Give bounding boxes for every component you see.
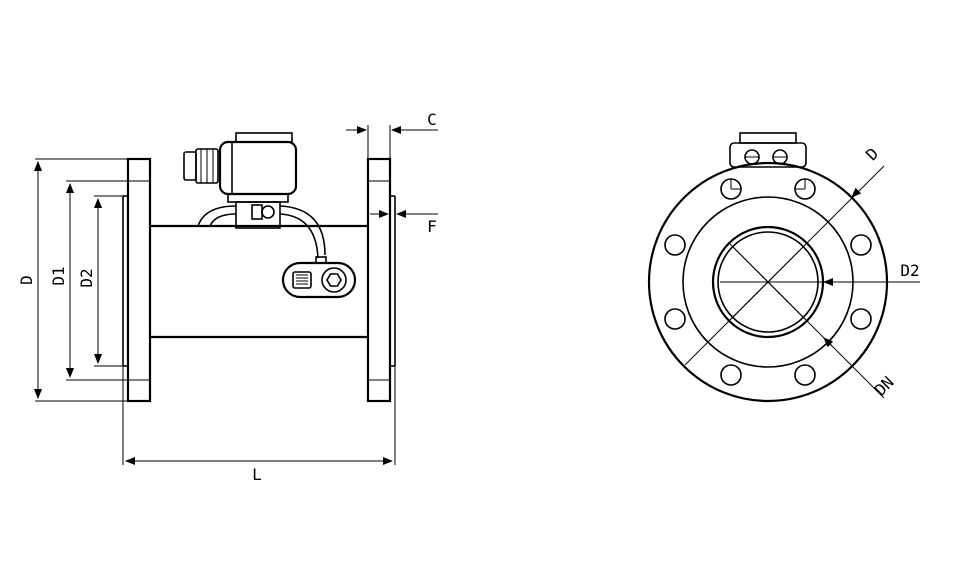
label-d2: D2 bbox=[77, 268, 96, 287]
sensor-head bbox=[281, 256, 357, 299]
dimension-d: D bbox=[17, 158, 128, 402]
pipe-body bbox=[150, 224, 368, 339]
front-dimension-d2: D2 bbox=[720, 261, 920, 286]
front-label-d: D bbox=[862, 144, 882, 164]
front-view: D D2 DN bbox=[647, 132, 920, 403]
label-f: F bbox=[427, 217, 437, 236]
front-dimension-dn: DN bbox=[729, 243, 898, 400]
dimension-l: L bbox=[122, 366, 396, 484]
right-flange bbox=[366, 157, 396, 403]
label-c: C bbox=[427, 110, 437, 129]
front-label-dn: DN bbox=[871, 373, 898, 400]
junction-box bbox=[183, 132, 326, 259]
front-junction-box bbox=[729, 132, 807, 168]
label-d1: D1 bbox=[49, 266, 68, 285]
dimension-f: F bbox=[370, 210, 438, 236]
front-dimension-d: D bbox=[684, 144, 885, 366]
label-d: D bbox=[17, 275, 36, 285]
dimension-d2: D2 bbox=[77, 195, 123, 367]
front-label-d2: D2 bbox=[900, 261, 919, 280]
dimension-c: C bbox=[346, 110, 438, 159]
label-l: L bbox=[252, 465, 262, 484]
left-flange bbox=[122, 157, 152, 403]
bolt-holes bbox=[664, 178, 872, 386]
side-view: D D1 D2 L C bbox=[17, 110, 438, 484]
dimension-d1: D1 bbox=[49, 180, 128, 381]
